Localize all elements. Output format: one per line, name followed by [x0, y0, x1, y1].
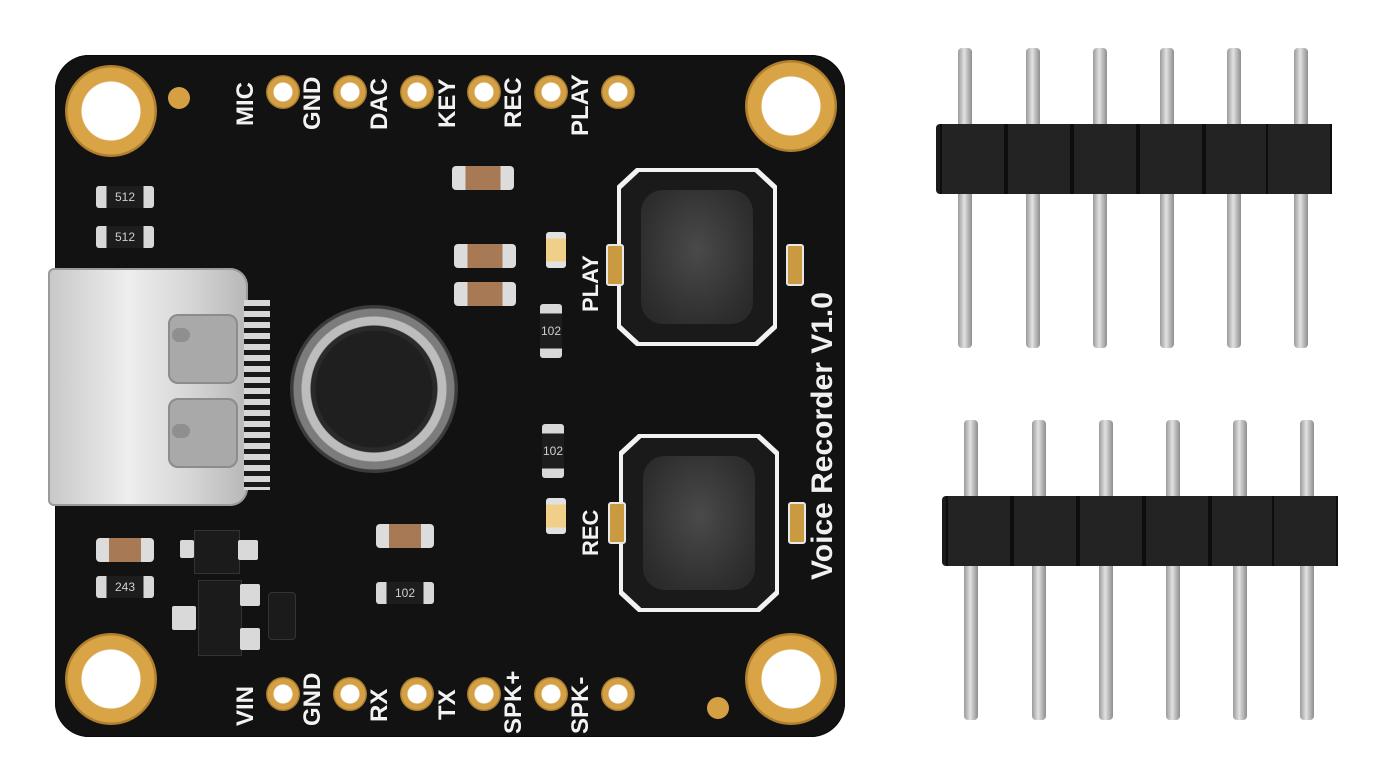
- usb-c-pins: [244, 300, 270, 490]
- resistor-102: 102: [542, 424, 564, 478]
- pin-pad-dac: [400, 75, 434, 109]
- resistor-512: 512: [96, 226, 154, 248]
- resistor-512: 512: [96, 186, 154, 208]
- pin-pad-spk-minus: [601, 677, 635, 711]
- diode: [268, 592, 296, 640]
- pin-pad-rec: [534, 75, 568, 109]
- pin-label-spk-plus: SPK+: [500, 670, 527, 734]
- pin-label-tx: TX: [434, 689, 461, 720]
- resistor-102: 102: [376, 582, 434, 604]
- mounting-hole: [745, 60, 837, 152]
- pin-pad-tx: [467, 677, 501, 711]
- board-title: Voice Recorder V1.0: [806, 292, 839, 580]
- pin-label-spk-minus: SPK-: [567, 676, 594, 734]
- rec-button-label: REC: [578, 509, 603, 556]
- capacitor: [454, 244, 516, 268]
- mounting-hole: [65, 633, 157, 725]
- test-pad: [707, 697, 729, 719]
- pin-label-rx: RX: [366, 688, 393, 722]
- pin-pad-vin: [266, 677, 300, 711]
- pin-label-dac: DAC: [366, 78, 393, 130]
- pin-pad-play: [601, 75, 635, 109]
- capacitor: [96, 538, 154, 562]
- pin-pad-spk-plus: [534, 677, 568, 711]
- pin-label-play: PLAY: [567, 74, 594, 136]
- rec-led: [546, 498, 566, 534]
- pin-pad-key: [467, 75, 501, 109]
- capacitor: [454, 282, 516, 306]
- usb-c-connector: [48, 268, 248, 506]
- pin-pad-mic: [266, 75, 300, 109]
- rec-tactile-button: [619, 434, 779, 612]
- pin-label-gnd-bottom: GND: [299, 672, 326, 726]
- transistor: [194, 530, 240, 574]
- pin-label-mic: MIC: [232, 82, 259, 126]
- pin-pad-rx: [400, 677, 434, 711]
- play-led: [546, 232, 566, 268]
- capacitor: [452, 166, 514, 190]
- microphone: [290, 305, 458, 473]
- pin-label-key: KEY: [434, 78, 461, 128]
- pin-pad-gnd-2: [333, 677, 367, 711]
- pin-label-rec: REC: [500, 77, 527, 128]
- pin-label-gnd: GND: [299, 76, 326, 130]
- mounting-hole: [65, 65, 157, 157]
- test-pad: [168, 87, 190, 109]
- play-tactile-button: [617, 168, 777, 346]
- capacitor: [376, 524, 434, 548]
- regulator-ic: [198, 580, 242, 656]
- mounting-hole: [745, 633, 837, 725]
- resistor-243: 243: [96, 576, 154, 598]
- pin-label-vin: VIN: [232, 685, 259, 726]
- pin-pad-gnd: [333, 75, 367, 109]
- resistor-102: 102: [540, 304, 562, 358]
- play-button-label: PLAY: [578, 255, 603, 312]
